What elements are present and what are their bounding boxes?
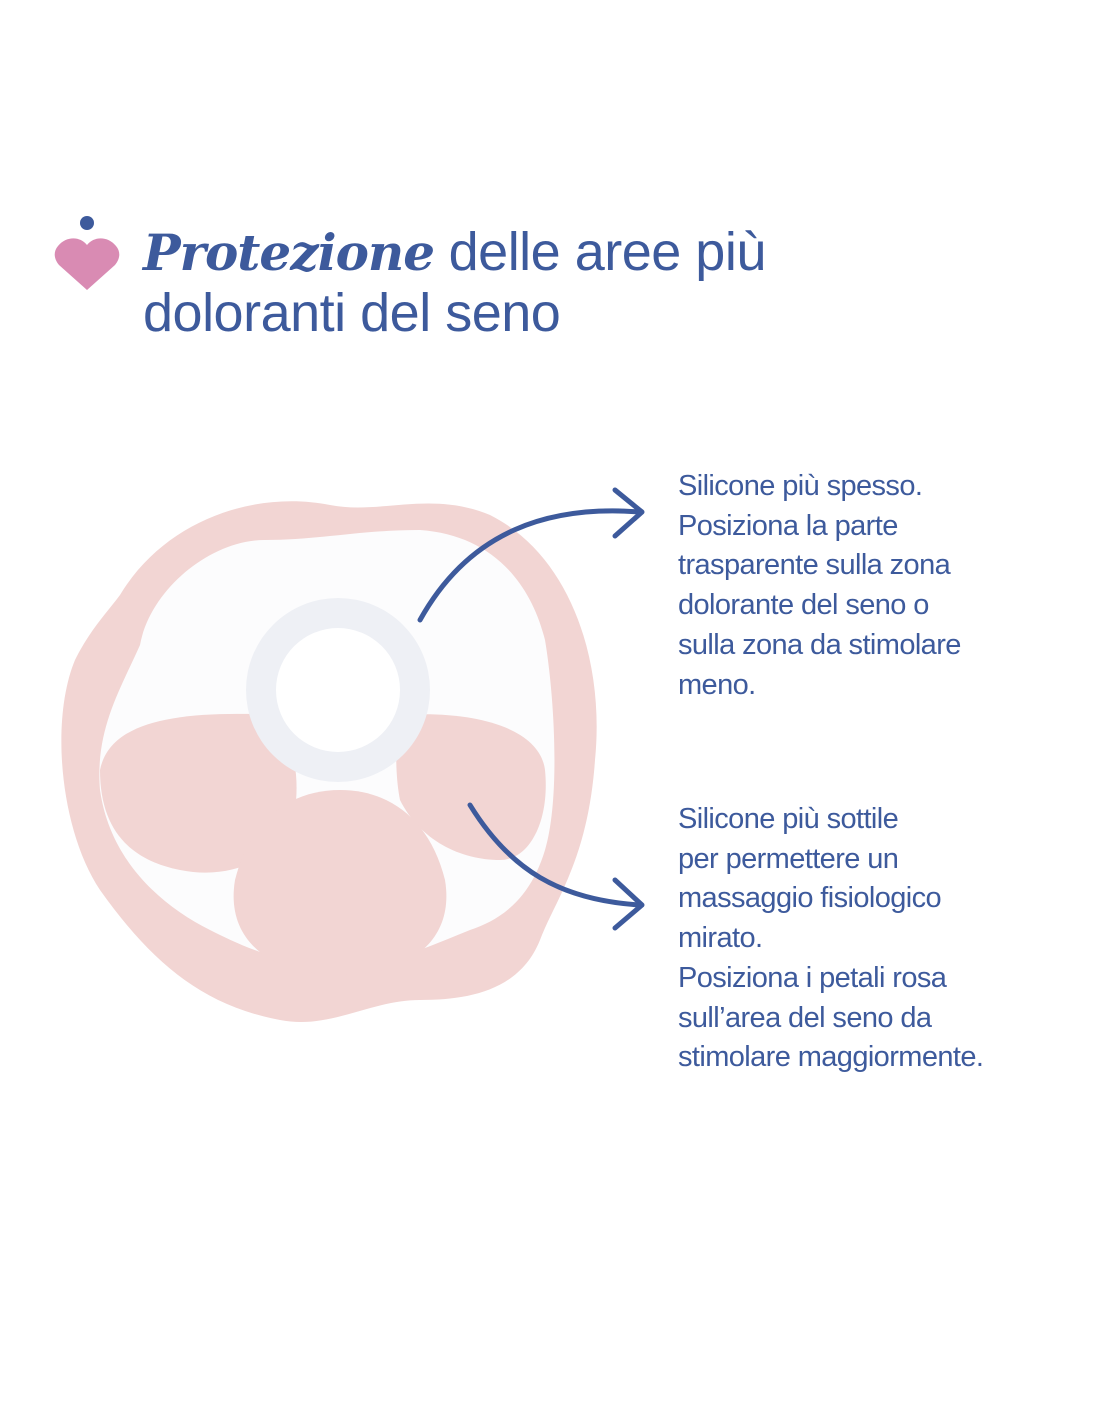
title-line2: doloranti del seno xyxy=(143,283,561,343)
product-shape xyxy=(61,501,597,1023)
arrow-bottom xyxy=(467,802,643,908)
callout-line: sull’area del seno da xyxy=(678,1001,932,1034)
arrow-bottom-head xyxy=(612,877,645,931)
callout-line: mirato. xyxy=(678,922,763,955)
callout-line: dolorante del seno o xyxy=(678,589,929,622)
callout-line: Silicone più sottile xyxy=(678,803,899,835)
title-emphasis: Protezione xyxy=(143,223,435,282)
callout-line: trasparente sulla zona xyxy=(678,549,951,582)
callout-thin-silicone: Silicone più sottile per permettere un m… xyxy=(678,800,984,1078)
page-title: Protezione delle aree più doloranti del … xyxy=(143,222,766,343)
callout-line: per permettere un xyxy=(678,842,899,875)
callout-line: massaggio fisiologico xyxy=(678,882,942,915)
callout-line: Posiziona i petali rosa xyxy=(678,961,947,994)
arrow-top-head xyxy=(612,487,645,539)
callout-line: sulla zona da stimolare xyxy=(678,628,961,661)
title-line1: delle aree più xyxy=(448,222,767,282)
arrow-top xyxy=(417,508,643,623)
callout-line: Silicone più spesso. xyxy=(678,470,923,502)
callout-line: Posiziona la parte xyxy=(678,509,898,542)
callout-line: meno. xyxy=(678,668,756,701)
callout-line: stimolare maggiormente. xyxy=(678,1041,984,1074)
callout-thick-silicone: Silicone più spesso. Posiziona la parte … xyxy=(678,467,961,705)
heart-logo-icon xyxy=(54,216,120,290)
